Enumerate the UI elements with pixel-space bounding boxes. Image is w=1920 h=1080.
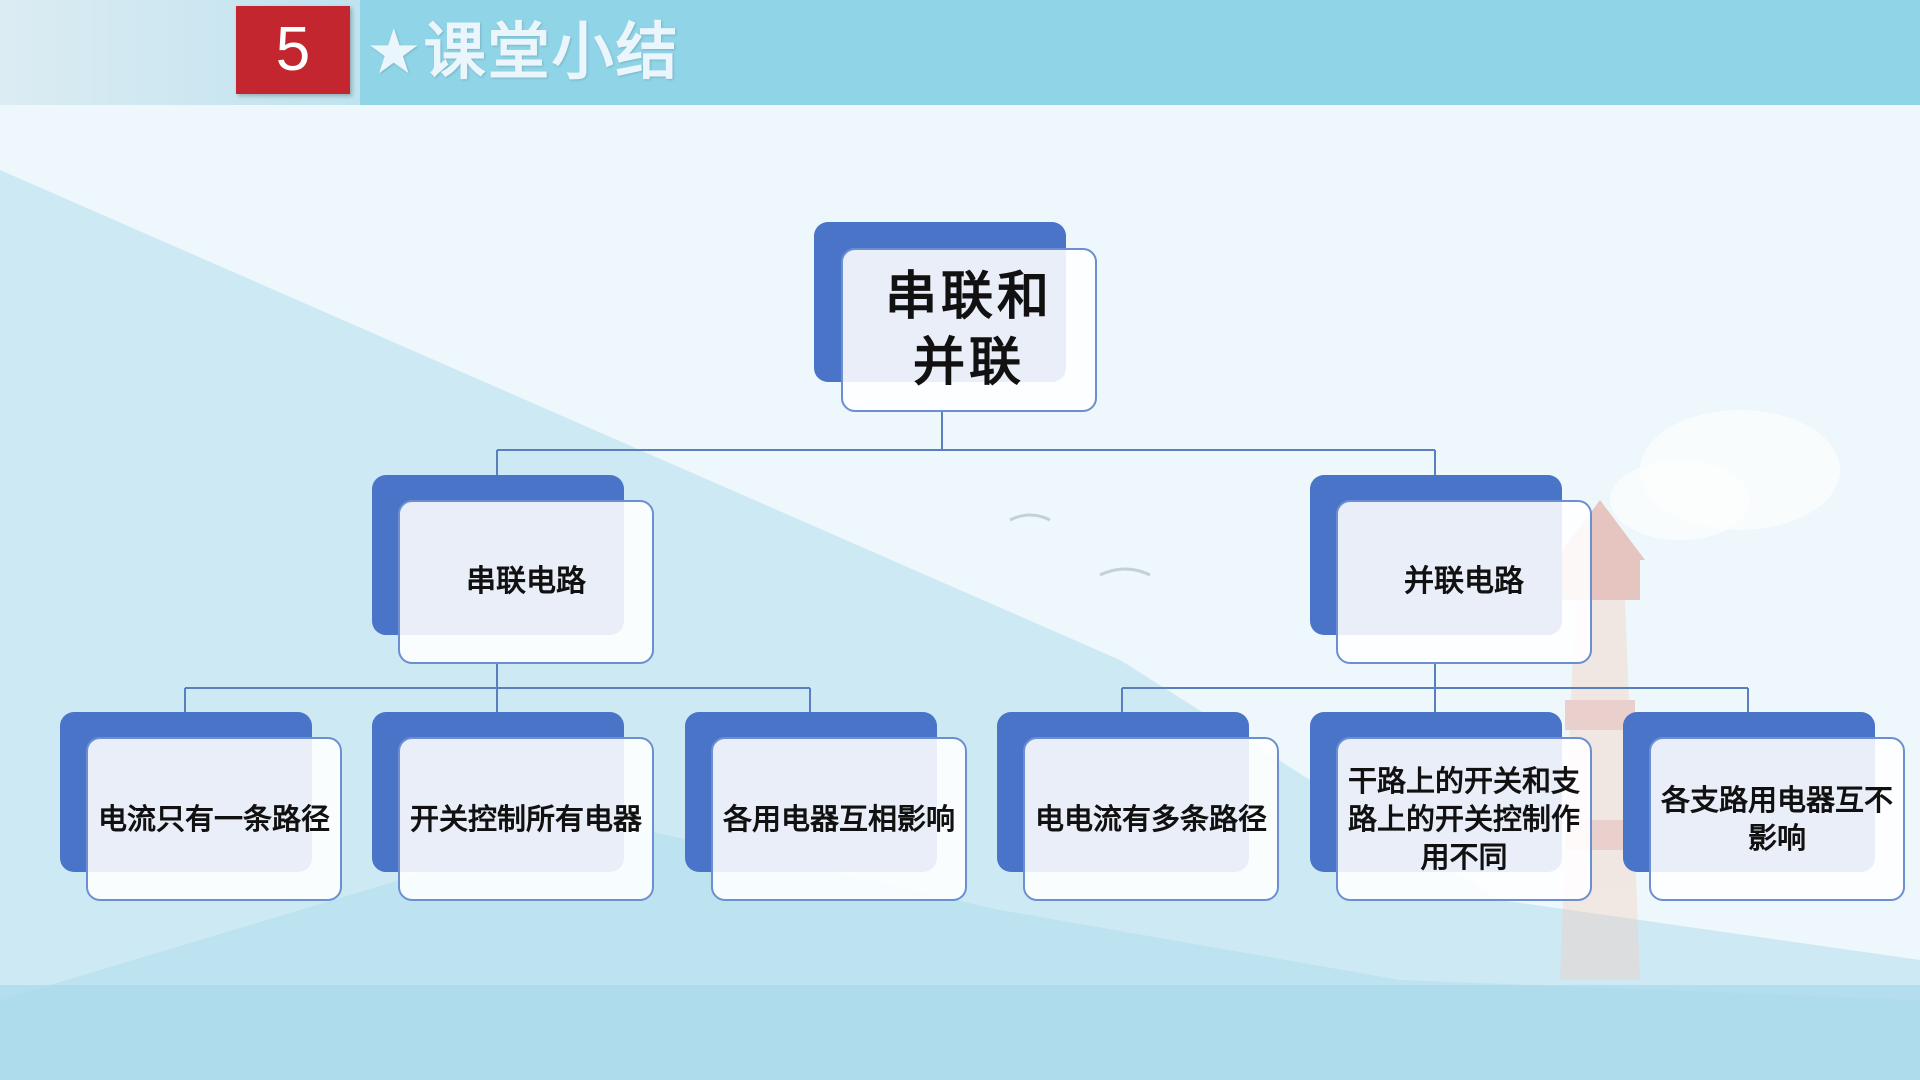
branch-node-parallel-label: 并联电路 [1404, 564, 1524, 599]
branch-node-series-label: 串联电路 [466, 564, 586, 599]
leaf-node-box: 干路上的开关和支路上的开关控制作用不同 [1336, 737, 1592, 901]
leaf-node-box: 电电流有多条路径 [1023, 737, 1279, 901]
leaf-node-label: 干路上的开关和支路上的开关控制作用不同 [1348, 764, 1581, 874]
leaf-node-label: 各用电器互相影响 [723, 802, 956, 836]
bird-icon [1099, 567, 1151, 577]
root-node-box: 串联和并联 [841, 248, 1097, 412]
leaf-node-box: 电流只有一条路径 [86, 737, 342, 901]
leaf-node-box: 各用电器互相影响 [711, 737, 967, 901]
page-title: ★课堂小结 [366, 15, 680, 88]
bg-sea [0, 985, 1920, 1080]
root-node-label: 串联和并联 [884, 267, 1053, 393]
bird-icon [1009, 513, 1051, 522]
cloud-icon [1610, 460, 1750, 540]
leaf-node-label: 开关控制所有电器 [410, 802, 643, 836]
leaf-node-label: 电流只有一条路径 [98, 802, 331, 836]
section-number-badge: 5 [236, 6, 350, 94]
leaf-node-box: 开关控制所有电器 [398, 737, 654, 901]
branch-node-parallel-box: 并联电路 [1336, 500, 1592, 664]
branch-node-series-box: 串联电路 [398, 500, 654, 664]
leaf-node-label: 各支路用电器互不影响 [1661, 783, 1894, 855]
leaf-node-box: 各支路用电器互不影响 [1649, 737, 1905, 901]
leaf-node-label: 电电流有多条路径 [1035, 802, 1268, 836]
